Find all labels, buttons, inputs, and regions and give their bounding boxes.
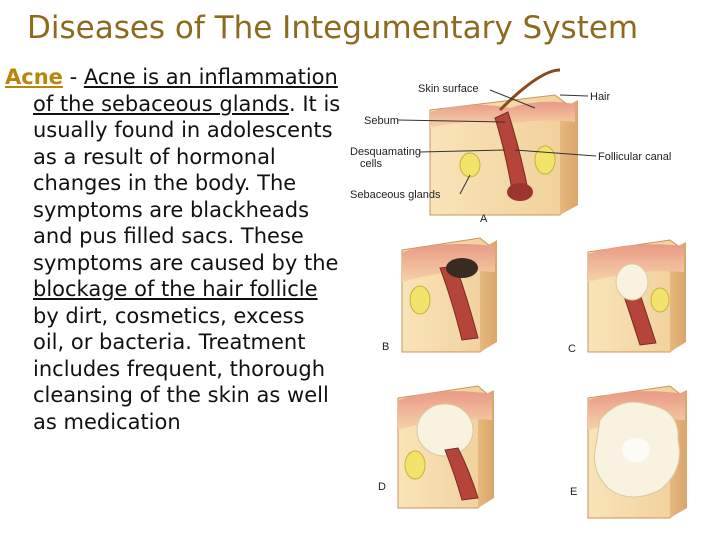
panel-b: B [382, 238, 497, 353]
label-desquamating: Desquamating [350, 146, 421, 158]
panel-label-d: D [378, 481, 386, 493]
label-hair: Hair [590, 91, 611, 103]
label-sebum: Sebum [364, 115, 399, 127]
panel-label-c: C [568, 343, 576, 355]
panel-label-b: B [382, 341, 389, 353]
label-cells: cells [360, 158, 383, 170]
panel-c: C [568, 240, 686, 355]
label-sebaceous-glands: Sebaceous glands [350, 189, 441, 201]
panel-d: D [378, 386, 494, 508]
label-follicular-canal: Follicular canal [598, 151, 671, 163]
panel-e: E [570, 386, 687, 518]
panel-label-e: E [570, 486, 577, 498]
label-skin-surface: Skin surface [418, 83, 479, 95]
panel-label-a: A [480, 213, 488, 225]
